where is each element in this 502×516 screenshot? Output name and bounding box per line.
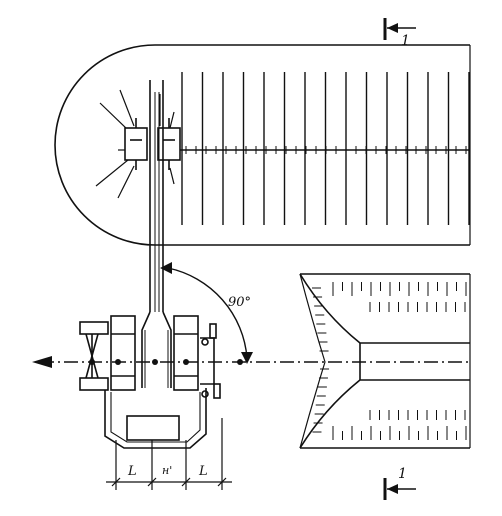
angle-label: 90° — [228, 295, 251, 310]
centerline-dots — [89, 359, 243, 365]
dimension-label-left: L — [127, 464, 137, 479]
angle-arc — [167, 267, 248, 359]
machine-body — [79, 315, 221, 449]
nozzle-head — [124, 118, 181, 170]
radial-rays — [95, 89, 175, 199]
section-label-top: 1 — [401, 33, 410, 49]
upper-plot-outline — [54, 44, 470, 246]
section-marker-top — [383, 18, 416, 40]
wedge-hatching — [312, 287, 330, 433]
angle-arrow-bottom — [241, 352, 253, 364]
dimension-line — [106, 418, 232, 490]
lower-plot — [299, 273, 471, 449]
section-label-bottom: 1 — [398, 466, 407, 482]
dimension-label-middle: н' — [162, 464, 172, 477]
boom-arm — [141, 80, 172, 420]
lower-plot-ticks — [332, 282, 467, 440]
section-marker-bottom — [383, 478, 416, 500]
direction-arrow — [32, 356, 52, 368]
dimension-label-right: L — [198, 464, 208, 479]
angle-arrow-top — [160, 262, 172, 274]
upper-axis-ticks — [185, 146, 467, 154]
